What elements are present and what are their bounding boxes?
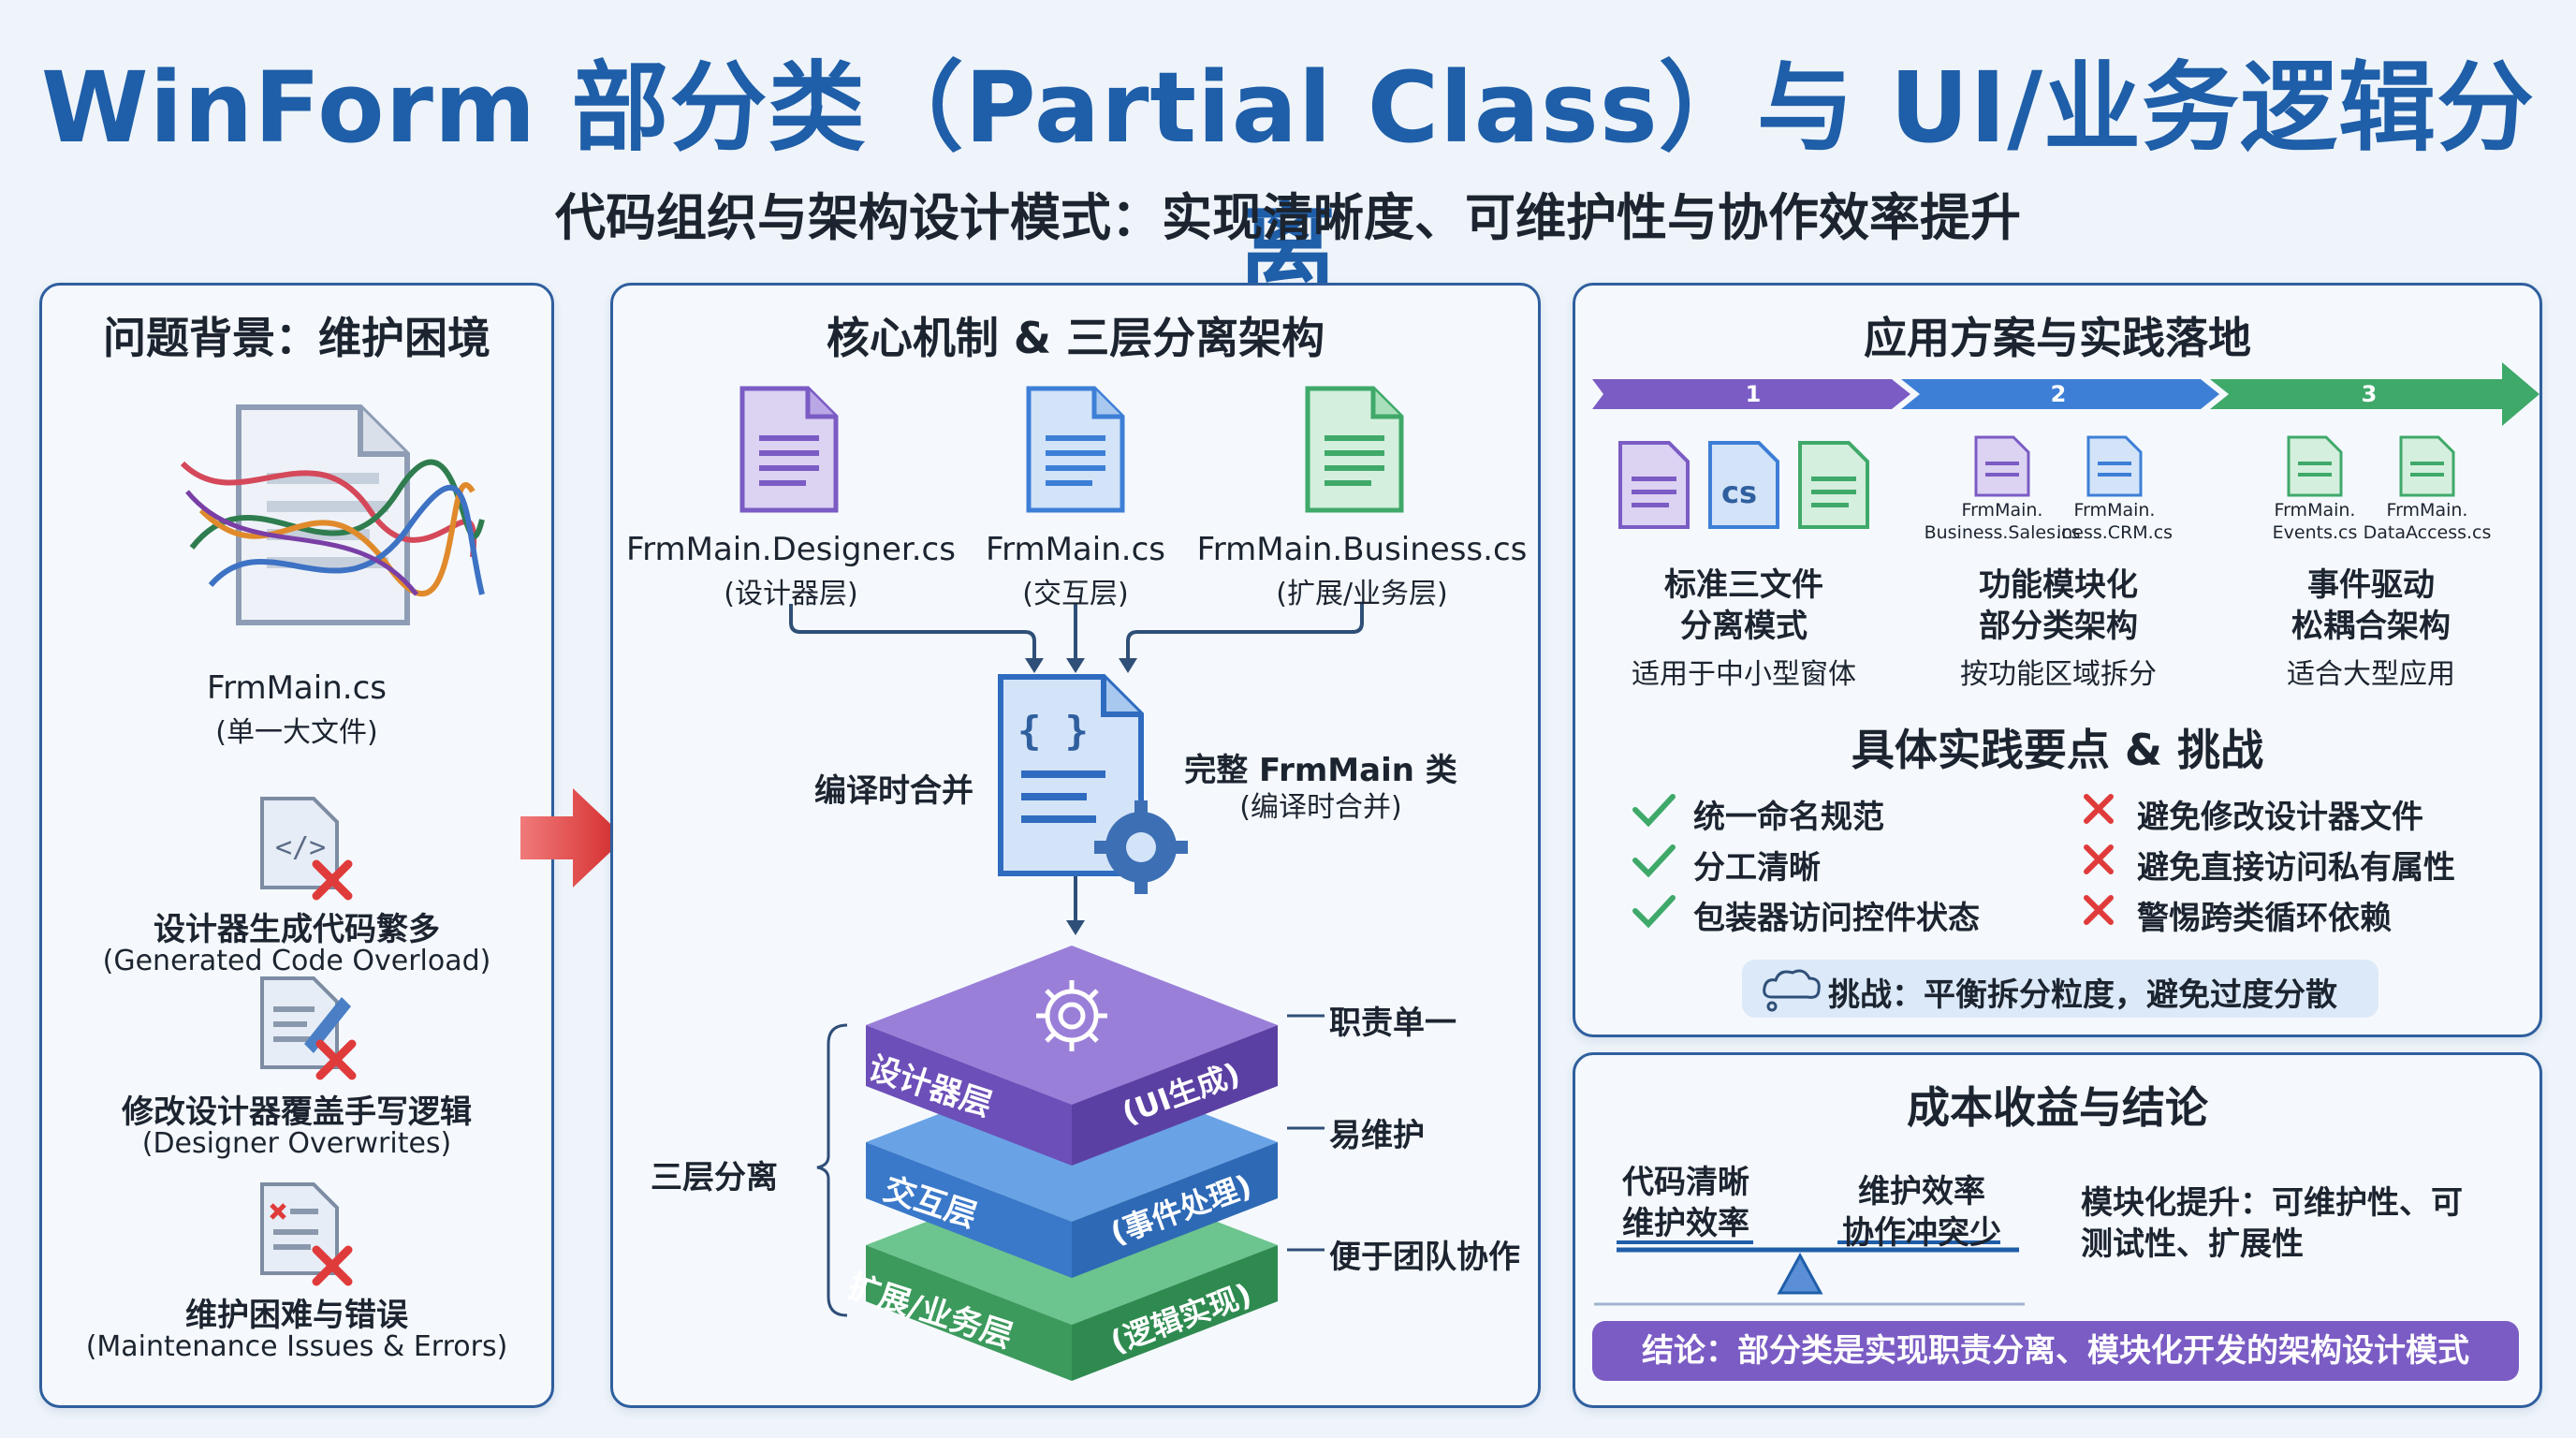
- balance-scale-icon: [1594, 1240, 2025, 1306]
- purple-doc-icon: [1618, 441, 1690, 529]
- blue-doc-icon: [2086, 435, 2143, 497]
- conclusion-panel-title: 成本收益与结论: [1907, 1082, 2208, 1133]
- conclusion-banner: 结论：部分类是实现职责分离、模块化开发的架构设计模式: [1592, 1321, 2519, 1381]
- step-1-label: 1: [1745, 381, 1762, 407]
- scheme-2-file-1: FrmMain. Business.Sales.cs: [1924, 500, 2081, 543]
- check-icons: [1632, 794, 1676, 929]
- problem-1-subtitle: (Generated Code Overload): [102, 945, 491, 977]
- step-2-label: 2: [2050, 381, 2067, 407]
- do-item-2: 分工清晰: [1693, 849, 1821, 887]
- purple-doc-icon: [1974, 435, 2030, 497]
- scheme-1-title-2: 分离模式: [1680, 608, 1808, 645]
- scheme-1-title-1: 标准三文件: [1664, 566, 1823, 604]
- mechanism-panel-title: 核心机制 & 三层分离架构: [826, 313, 1325, 363]
- big-file-name: FrmMain.cs: [207, 669, 387, 707]
- step-2-arrow: [1901, 379, 2219, 409]
- do-item-1: 统一命名规范: [1693, 799, 1884, 836]
- problem-2-subtitle: (Designer Overwrites): [141, 1127, 452, 1160]
- tangled-file-icon: [180, 404, 485, 625]
- problem-2-title: 修改设计器覆盖手写逻辑: [122, 1093, 472, 1131]
- three-layer-label: 三层分离: [651, 1159, 778, 1196]
- left-weight-2: 维护效率: [1622, 1205, 1749, 1242]
- practice-graphics: cs: [1592, 362, 2539, 1018]
- scheme-3-file-1: FrmMain. Events.cs: [2272, 500, 2358, 543]
- benefit-team-collab: 便于团队协作: [1329, 1239, 1520, 1276]
- problem-icons: </>: [260, 797, 357, 1286]
- page-subtitle: 代码组织与架构设计模式：实现清晰度、可维护性与协作效率提升: [555, 188, 2021, 247]
- scheme-3-file-2: FrmMain. DataAccess.cs: [2363, 500, 2492, 543]
- merge-label: 编译时合并: [814, 772, 973, 810]
- step-3-arrow: [2210, 362, 2539, 426]
- merged-class-desc: (编译时合并): [1239, 791, 1402, 824]
- file-main-desc: (交互层): [1022, 578, 1129, 610]
- problem-panel-title: 问题背景：维护困境: [103, 313, 490, 363]
- practice-panel-title: 应用方案与实践落地: [1864, 313, 2251, 363]
- do-item-3: 包装器访问控件状态: [1693, 900, 1980, 937]
- scheme-3-title-2: 松耦合架构: [2291, 608, 2451, 645]
- svg-text:</>: </>: [275, 831, 326, 864]
- scheme-2-title-2: 部分类架构: [1979, 608, 2138, 645]
- conclusion-panel: 成本收益与结论 代码清晰 维护效率 维护效率 协作冲突少 模块化提升：可维护性、…: [1573, 1052, 2542, 1408]
- scheme-3-desc: 适合大型应用: [2287, 658, 2455, 691]
- svg-text:cs: cs: [1721, 475, 1757, 510]
- mechanism-panel: 核心机制 & 三层分离架构: [610, 283, 1541, 1408]
- file-main-name: FrmMain.cs: [986, 531, 1165, 568]
- main-file-icon: [1026, 386, 1125, 513]
- layer-stack: [866, 946, 1278, 1381]
- left-weight-1: 代码清晰: [1622, 1164, 1749, 1201]
- merged-class-icon: { }: [998, 674, 1188, 894]
- green-doc-icon: [1798, 441, 1869, 529]
- scheme-3-title-1: 事件驱动: [2307, 566, 2435, 604]
- mechanism-graphics: { }: [739, 386, 1404, 1381]
- code-file-error-icon: </>: [260, 797, 353, 901]
- benefit-single-responsibility: 职责单一: [1329, 1005, 1456, 1042]
- problem-1-title: 设计器生成代码繁多: [154, 911, 440, 948]
- step-1-arrow: [1592, 379, 1910, 409]
- file-designer-name: FrmMain.Designer.cs: [626, 531, 956, 568]
- file-business-desc: (扩展/业务层): [1276, 578, 1448, 610]
- thought-cloud-icon: [1763, 969, 1821, 1012]
- practice-panel: 应用方案与实践落地 cs: [1573, 283, 2542, 1037]
- scheme-2-title-1: 功能模块化: [1979, 566, 2138, 604]
- gear-icon: [1036, 980, 1107, 1051]
- right-weight-2: 协作冲突少: [1842, 1214, 2001, 1252]
- step-3-label: 3: [2361, 381, 2378, 407]
- scheme-2-file-2: FrmMain. iness.CRM.cs: [2056, 500, 2174, 543]
- problem-panel: 问题背景：维护困境 FrmMain.cs (单一大文件) </>: [39, 283, 554, 1408]
- big-file-desc: (单一大文件): [215, 716, 378, 749]
- problem-3-subtitle: (Maintenance Issues & Errors): [85, 1330, 508, 1363]
- cross-icons: [2084, 794, 2114, 925]
- file-business-name: FrmMain.Business.cs: [1196, 531, 1528, 568]
- green-doc-icon: [2287, 435, 2343, 497]
- edit-file-error-icon: [260, 976, 357, 1080]
- designer-file-icon: [739, 386, 839, 513]
- dont-item-3: 警惕跨类循环依赖: [2137, 900, 2392, 937]
- challenge-text: 挑战：平衡拆分粒度，避免过度分散: [1828, 976, 2337, 1014]
- list-file-error-icon: [260, 1182, 353, 1286]
- problem-3-title: 维护困难与错误: [185, 1297, 408, 1334]
- modular-text-1: 模块化提升：可维护性、可: [2081, 1184, 2463, 1222]
- page-title: WinForm 部分类（Partial Class）与 UI/业务逻辑分离: [40, 51, 2536, 306]
- svg-text:{ }: { }: [1017, 708, 1089, 754]
- file-designer-desc: (设计器层): [724, 578, 858, 610]
- business-file-icon: [1305, 386, 1404, 513]
- dont-item-2: 避免直接访问私有属性: [2137, 849, 2455, 887]
- dont-item-1: 避免修改设计器文件: [2137, 799, 2423, 836]
- scheme-1-desc: 适用于中小型窗体: [1632, 658, 1856, 691]
- benefit-maintainable: 易维护: [1329, 1117, 1425, 1154]
- cs-file-icon: cs: [1708, 441, 1779, 529]
- modular-text-2: 测试性、扩展性: [2081, 1225, 2304, 1263]
- scheme-2-desc: 按功能区域拆分: [1960, 658, 2157, 691]
- green-doc-icon: [2399, 435, 2455, 497]
- practice-subtitle: 具体实践要点 & 挑战: [1851, 725, 2264, 775]
- merged-class-title: 完整 FrmMain 类: [1184, 752, 1457, 789]
- right-weight-1: 维护效率: [1858, 1173, 1985, 1211]
